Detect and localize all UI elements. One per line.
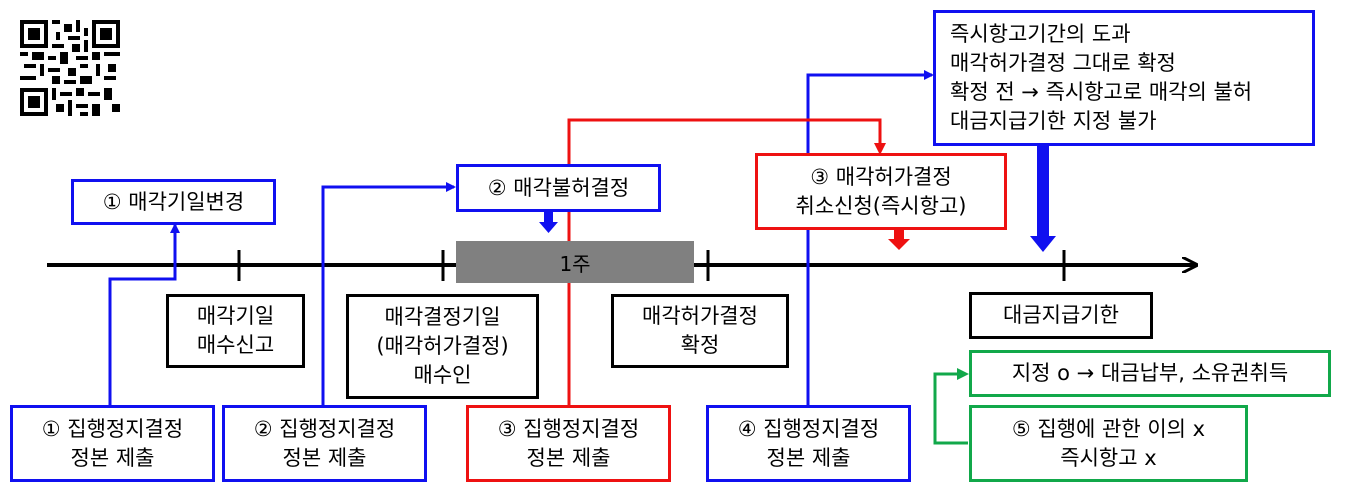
down-arrow-disallow	[539, 211, 558, 233]
arrow-objection-to-designated	[933, 368, 969, 445]
submission-1: ① 집행정지결정 정본 제출	[10, 405, 215, 482]
qr-code-icon	[20, 20, 120, 116]
point-sale-date: 매각기일 매수신고	[166, 294, 305, 368]
event-appeal: ③ 매각허가결정 취소신청(즉시항고)	[755, 153, 1007, 230]
outcome-objection: ⑤ 집행에 관한 이의 x 즉시항고 x	[969, 405, 1248, 482]
submission-2: ② 집행정지결정 정본 제출	[222, 405, 427, 482]
one-week-period: 1주	[456, 241, 694, 283]
outcome-designated: 지정 o → 대금납부, 소유권취득	[969, 350, 1331, 397]
event-expiry-note: 즉시항고기간의 도과 매각허가결정 그대로 확정 확정 전 → 즉시항고로 매각…	[933, 10, 1315, 146]
submission-3: ③ 집행정지결정 정본 제출	[466, 405, 671, 482]
point-payment-deadline: 대금지급기한	[969, 292, 1153, 339]
down-arrow-appeal	[888, 230, 910, 250]
submission-4: ④ 집행정지결정 정본 제출	[706, 405, 911, 482]
arrow-submit4-to-note	[806, 70, 934, 405]
event-disallow: ② 매각불허결정	[456, 164, 661, 212]
event-change-date: ① 매각기일변경	[71, 179, 276, 225]
arrow-submit1-to-change	[108, 223, 180, 405]
point-decision-date: 매각결정기일 (매각허가결정) 매수인	[346, 294, 539, 399]
arrow-submit2-to-disallow	[321, 182, 456, 405]
point-confirmation: 매각허가결정 확정	[611, 294, 789, 368]
down-arrow-expiry	[1030, 145, 1056, 252]
